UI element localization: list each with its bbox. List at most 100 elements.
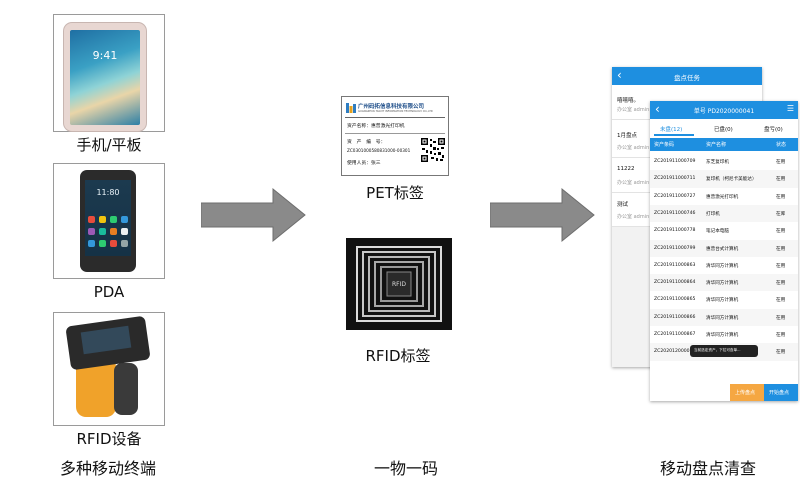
pda-app-icons bbox=[88, 216, 128, 223]
start-button[interactable]: 开始盘点 bbox=[764, 384, 798, 401]
tablet-time: 9:41 bbox=[92, 49, 118, 62]
pda-app-icons-2 bbox=[88, 228, 128, 235]
tab-loss[interactable]: 盘亏(0) bbox=[764, 127, 783, 133]
rfid-device-frame bbox=[53, 312, 165, 426]
task-list-title: 盘点任务 bbox=[674, 74, 700, 82]
pet-divider-2 bbox=[345, 133, 445, 134]
arrow-right-icon-2 bbox=[490, 187, 595, 243]
cell-status: 在用 bbox=[776, 160, 786, 165]
menu-icon[interactable]: ☰ bbox=[786, 104, 794, 113]
active-tab-underline bbox=[654, 134, 694, 136]
tablet-screen bbox=[70, 30, 140, 125]
table-row[interactable]: ZC201911000746 打印机 在库 bbox=[650, 204, 798, 223]
caption-mobile-inventory: 移动盘点清查 bbox=[660, 459, 757, 478]
cell-status: 在用 bbox=[776, 194, 786, 200]
pet-user: 使用人员：张三 bbox=[347, 161, 381, 166]
cell-barcode: ZC201911000864 bbox=[654, 280, 696, 286]
inventory-header: ‹ 单号 PD2020000041 ☰ bbox=[650, 101, 798, 119]
cell-barcode: ZC201911000709 bbox=[654, 159, 696, 164]
inventory-order-no: 单号 PD2020000041 bbox=[693, 108, 755, 115]
upload-button[interactable]: 上传盘点 bbox=[730, 384, 764, 401]
task-item-title[interactable]: 1月盘点 bbox=[617, 133, 637, 139]
cell-name: 复印机（柯尼卡美能达） bbox=[706, 177, 757, 183]
toast-text: 当前选定资产，下拉可查单... bbox=[694, 348, 741, 352]
col-name: 资产名称 bbox=[706, 142, 727, 148]
cell-status: 在用 bbox=[776, 350, 786, 356]
grey-footer bbox=[612, 227, 652, 367]
tab-unchecked[interactable]: 未盘(12) bbox=[660, 127, 683, 133]
cell-status: 在用 bbox=[776, 281, 786, 287]
task-item-title[interactable]: 测试 bbox=[617, 202, 629, 208]
cell-barcode: ZC201911000865 bbox=[654, 297, 696, 303]
cell-status: 在用 bbox=[776, 263, 786, 269]
task-item-sub: 办公室 admin bbox=[617, 107, 650, 113]
cell-name: 笔记本电脑 bbox=[706, 229, 729, 235]
task-list-header: ‹ 盘点任务 bbox=[612, 67, 762, 85]
cell-name: 清华同方计算机 bbox=[706, 298, 739, 304]
table-row[interactable]: ZC201911000711 复印机（柯尼卡美能达） 在用 bbox=[650, 170, 798, 188]
cell-name: 清华同方计算机 bbox=[706, 333, 739, 338]
task-item-sub: 办公室 admin bbox=[617, 214, 650, 220]
rfid-device-grip bbox=[114, 363, 138, 415]
col-status: 状态 bbox=[776, 142, 787, 148]
task-item-sub: 办公室 admin bbox=[617, 180, 650, 186]
cell-barcode: ZC201911000711 bbox=[654, 176, 696, 182]
tablet-label: 手机/平板 bbox=[76, 136, 142, 154]
pet-company-en: GUANGZHOU MAXIT INFORMATION TECHNOLOGY C… bbox=[358, 110, 433, 113]
pet-label-caption: PET标签 bbox=[366, 184, 424, 202]
caption-mobile-terminals: 多种移动终端 bbox=[60, 459, 157, 478]
task-item-sub: 办公室 admin bbox=[617, 145, 650, 151]
pet-asset-code-label: 资 产 编 号： bbox=[347, 140, 386, 145]
inventory-screen: ‹ 单号 PD2020000041 ☰ 未盘(12) 已盘(0) 盘亏(0) 资… bbox=[650, 101, 798, 401]
rfid-device-label: RFID设备 bbox=[76, 430, 142, 448]
cell-barcode: ZC201911000727 bbox=[654, 193, 696, 199]
tab-checked[interactable]: 已盘(0) bbox=[714, 127, 733, 133]
task-item-title[interactable]: 11222 bbox=[617, 166, 635, 172]
cell-name: 清华同方计算机 bbox=[706, 263, 739, 269]
cell-barcode: ZC201911000778 bbox=[654, 228, 696, 234]
cell-status: 在用 bbox=[776, 298, 786, 304]
cell-name: 东芝复印机 bbox=[706, 160, 729, 165]
table-row[interactable]: ZC201911000778 笔记本电脑 在用 bbox=[650, 222, 798, 240]
task-item-title[interactable]: 嘻嘻嘻。 bbox=[617, 98, 640, 104]
table-row[interactable]: ZC201911000867 清华同方计算机 在用 bbox=[650, 326, 798, 344]
caption-one-item-one-code: 一物一码 bbox=[374, 459, 439, 478]
pet-asset-code: ZC0301000580831000-00301 bbox=[347, 148, 411, 153]
table-row[interactable]: ZC201911000864 清华同方计算机 在用 bbox=[650, 274, 798, 292]
start-button-label: 开始盘点 bbox=[769, 390, 790, 396]
cell-status: 在用 bbox=[776, 246, 786, 252]
table-row[interactable]: ZC201911000709 东芝复印机 在用 bbox=[650, 153, 798, 171]
rfid-antenna-icon bbox=[356, 246, 442, 322]
col-barcode: 资产条码 bbox=[654, 142, 675, 148]
toast: 当前选定资产，下拉可查单... bbox=[690, 345, 758, 357]
tablet-frame: 9:41 bbox=[53, 14, 165, 132]
cell-status: 在库 bbox=[776, 211, 786, 217]
table-header bbox=[650, 138, 798, 151]
cell-barcode: ZC201911000799 bbox=[654, 245, 696, 251]
pda-app-icons-3 bbox=[88, 240, 128, 247]
cell-barcode: ZC201911000746 bbox=[654, 210, 696, 216]
pda-frame: 11:80 bbox=[53, 163, 165, 279]
table-row[interactable]: ZC201911000799 惠普台式计算机 在用 bbox=[650, 239, 798, 257]
rfid-chip-text: RFID bbox=[391, 281, 406, 288]
cell-status: 在用 bbox=[776, 229, 786, 235]
pda-label: PDA bbox=[93, 283, 125, 301]
table-row[interactable]: ZC201911000865 清华同方计算机 在用 bbox=[650, 291, 798, 309]
cell-status: 在用 bbox=[776, 177, 786, 183]
back-icon[interactable]: ‹ bbox=[655, 102, 660, 116]
upload-button-label: 上传盘点 bbox=[735, 390, 756, 396]
company-logo-icon bbox=[346, 103, 356, 113]
back-icon[interactable]: ‹ bbox=[617, 68, 622, 82]
cell-barcode: ZC201911000867 bbox=[654, 332, 696, 337]
arrow-right-icon bbox=[201, 187, 306, 243]
qr-code-icon bbox=[420, 137, 446, 163]
cell-name: 清华同方计算机 bbox=[706, 281, 739, 287]
cell-name: 惠普台式计算机 bbox=[706, 246, 739, 252]
cell-name: 打印机 bbox=[706, 211, 720, 217]
cell-status: 在用 bbox=[776, 315, 786, 321]
cell-status: 在用 bbox=[776, 333, 786, 338]
pet-label-card: 广州码拓信息科技有限公司 GUANGZHOU MAXIT INFORMATION… bbox=[341, 96, 449, 176]
